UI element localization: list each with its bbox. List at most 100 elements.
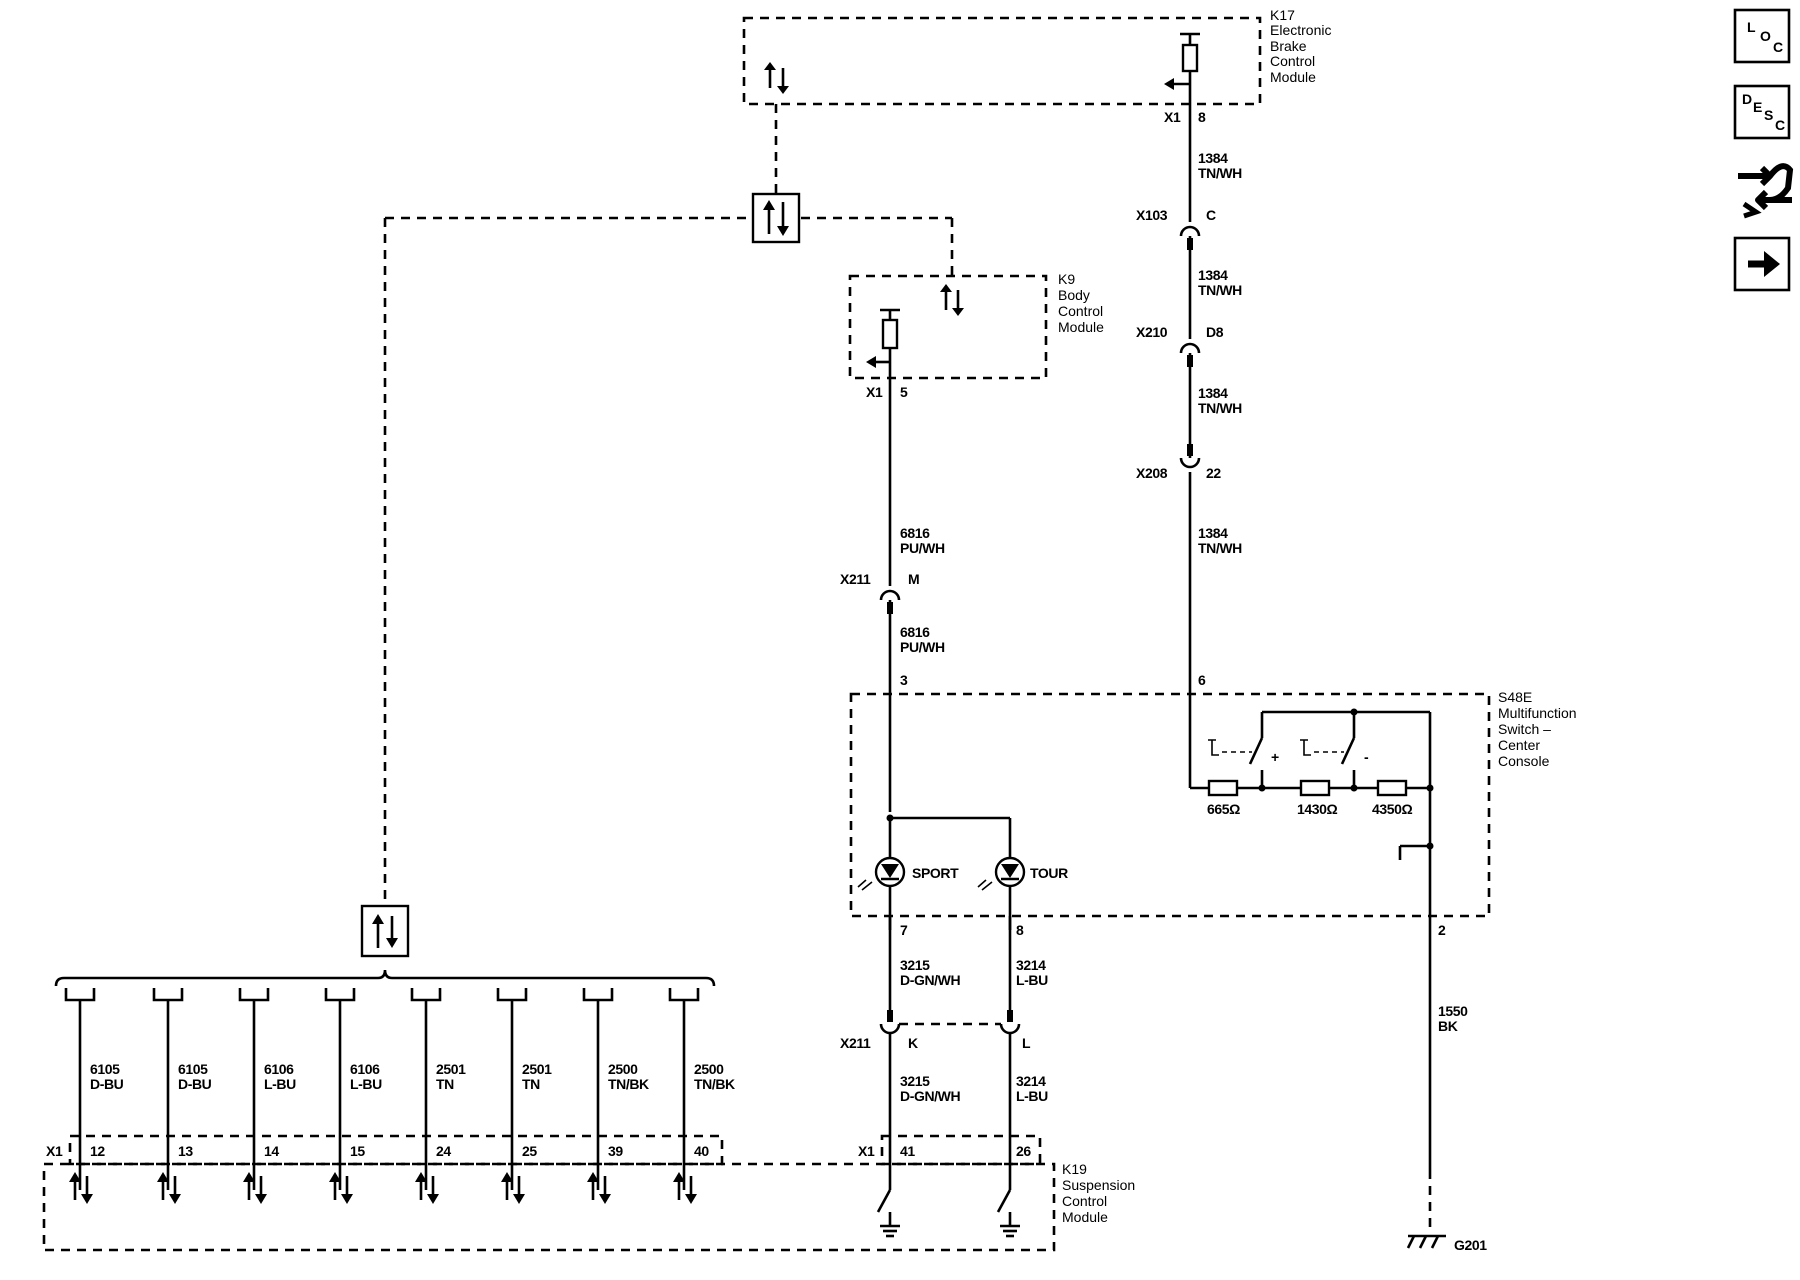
connector-end-view-icon[interactable] [1738,163,1794,219]
wire-3214-a-circuit: 3214 [1016,957,1046,973]
k19-x1-left-label: X1 [46,1143,63,1159]
resistor-665-icon [1207,779,1239,797]
x208-inline-connector-icon [1179,444,1201,469]
s48e-pin-7-label: 7 [900,922,908,938]
wire-3215-a-color: D-GN/WH [900,972,960,988]
next-arrow-icon[interactable] [1733,236,1791,292]
resistor-1430-icon [1299,779,1331,797]
wire-6816-b-color: PU/WH [900,639,945,655]
ground-g201-label: G201 [1454,1237,1487,1253]
x211-m-label: X211 [840,571,871,587]
loc-letter-o: O [1760,28,1771,44]
k19-pin-label: 40 [694,1143,709,1159]
k19-pin-label: 14 [264,1143,279,1159]
k9-label-line-1: K9 [1058,271,1075,287]
wire-6816-a-color: PU/WH [900,540,945,556]
bus-wire-color-label: TN [522,1076,540,1092]
k9-pin-label: 5 [900,384,908,400]
k9-label-line-3: Control [1058,303,1103,319]
k9-data-arrows-icon [940,284,964,316]
s48e-switch-module: S48E Multifunction Switch – Center Conso… [849,689,1577,1010]
wire-1550-color: BK [1438,1018,1458,1034]
wire-1384-c-circuit: 1384 [1198,385,1228,401]
bus-wire-circuit-label: 6105 [178,1061,208,1077]
bus-wire-color-label: L-BU [264,1076,296,1092]
k19-pin-41-label: 41 [900,1143,915,1159]
desc-letter-e: E [1753,99,1762,115]
k19-pin-label: 24 [436,1143,451,1159]
bus-wire-circuit-label: 2500 [694,1061,724,1077]
desc-letter-d: D [1742,91,1752,107]
plus-switch-icon [1208,712,1264,788]
k17-label-line-2: Electronic [1270,22,1331,38]
plus-label: + [1271,749,1279,765]
x103-pin-label: C [1206,207,1216,223]
splice-pack-top-icon [751,192,801,244]
desc-letter-s: S [1764,107,1773,123]
k19-pin-label: 15 [350,1143,365,1159]
wire-3214-b-color: L-BU [1016,1088,1048,1104]
bus-wire-circuit-label: 6105 [90,1061,120,1077]
k17-label-line-4: Control [1270,53,1315,69]
k19-label-line-3: Control [1062,1193,1107,1209]
bus-wire-circuit-label: 6106 [350,1061,380,1077]
resistor-665-label: 665Ω [1207,801,1240,817]
k17-label-line-3: Brake [1270,38,1307,54]
k9-pullup-icon [866,308,900,378]
sport-led-icon [857,818,906,930]
minus-label: - [1364,749,1369,765]
s48e-label-line-2: Multifunction [1498,705,1577,721]
resistor-ladder: + - 665Ω 1430Ω 4350Ω [1190,708,1434,1010]
legend-panel: L O C D E S C [1733,8,1794,292]
desc-icon[interactable]: D E S C [1733,84,1791,140]
s48e-pin-6-label: 6 [1198,672,1206,688]
bus-wire-color-label: L-BU [350,1076,382,1092]
wire-1384-a-circuit: 1384 [1198,150,1228,166]
k19-x1-right-label: X1 [858,1143,875,1159]
tour-input-switch-icon [996,1189,1020,1238]
x211-l-inline-connector-icon [999,1010,1021,1035]
wire-1384-b-circuit: 1384 [1198,267,1228,283]
circuit-1550: 2 1550 BK G201 [1406,922,1488,1253]
bus-wire-color-label: TN [436,1076,454,1092]
k9-label-line-2: Body [1058,287,1090,303]
loc-letter-c: C [1773,39,1783,55]
x103-label: X103 [1136,207,1168,223]
wire-1384-a-color: TN/WH [1198,165,1242,181]
x211-m-inline-connector-icon [879,589,901,614]
circuits-3215-3214: 7 8 3215 D-GN/WH 3214 L-BU X211 K L 3215… [840,916,1049,1190]
serial-data-bus: 6105D-BU126105D-BU136106L-BU146106L-BU15… [54,969,735,1204]
x208-pin-label: 22 [1206,465,1221,481]
x103-inline-connector-icon [1179,225,1201,250]
x210-inline-connector-icon [1179,342,1201,367]
bus-wire-circuit-label: 6106 [264,1061,294,1077]
wire-1384-d-color: TN/WH [1198,540,1242,556]
wire-1384-c-color: TN/WH [1198,400,1242,416]
k9-label-line-4: Module [1058,319,1104,335]
wire-3215-a-circuit: 3215 [900,957,930,973]
k17-data-arrows-icon [764,62,789,94]
loc-letter-l: L [1747,19,1756,35]
k17-pin-label: 8 [1198,109,1206,125]
k19-pin-label: 25 [522,1143,537,1159]
resistor-1430-label: 1430Ω [1297,801,1338,817]
desc-letter-c: C [1775,117,1785,133]
wire-3214-a-color: L-BU [1016,972,1048,988]
loc-icon[interactable]: L O C [1733,8,1791,64]
s48e-pin-2-label: 2 [1438,922,1446,938]
k19-label-line-1: K19 [1062,1161,1087,1177]
tour-led-icon [977,856,1026,930]
wire-1550-circuit: 1550 [1438,1003,1468,1019]
k17-connector-label: X1 [1164,109,1181,125]
s48e-label-line-4: Center [1498,737,1540,753]
s48e-label-line-1: S48E [1498,689,1532,705]
x211-k-label: X211 [840,1035,871,1051]
k19-pin-label: 12 [90,1143,105,1159]
k9-connector-label: X1 [866,384,883,400]
